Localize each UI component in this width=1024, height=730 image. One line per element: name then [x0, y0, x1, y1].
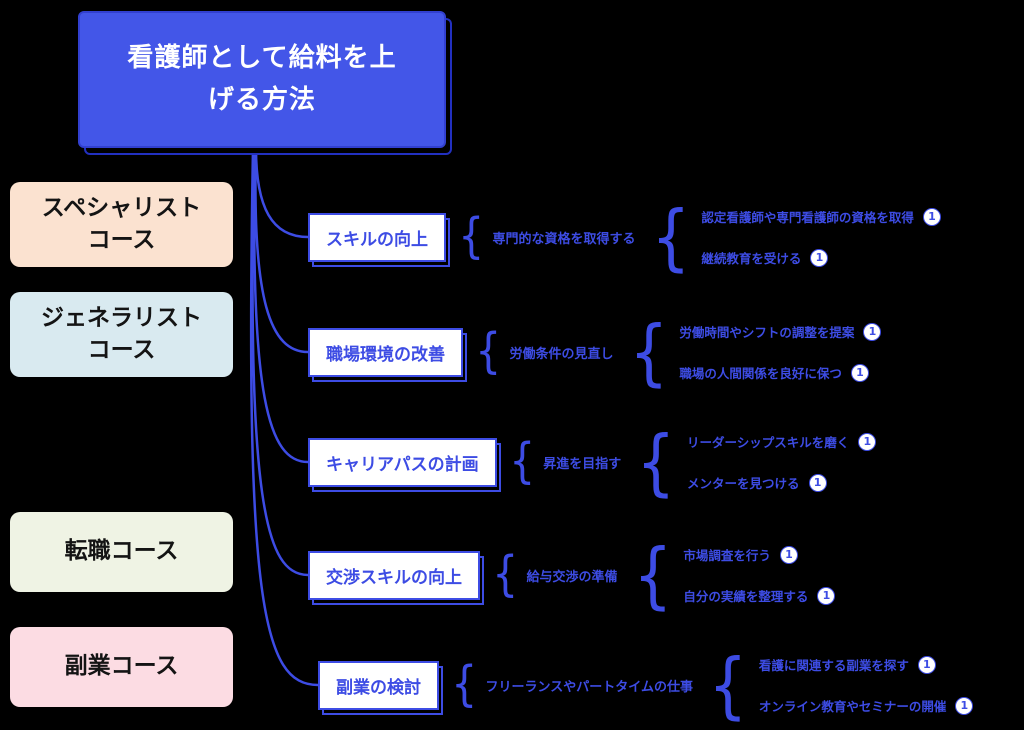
connector-branch-1 [254, 147, 309, 239]
branch: 職場環境の改善 { 労働条件の見直し { 労働時間やシフトの調整を提案 1 職場… [308, 309, 882, 394]
brace-icon: { [492, 546, 519, 603]
root-topic: 看護師として給料を上 げる方法 [78, 11, 446, 148]
course-label-text: 転職コース [64, 538, 179, 565]
branch: 交渉スキルの向上 { 給与交渉の準備 { 市場調査を行う 1 自分の実績を整理す… [308, 532, 836, 617]
count-badge: 1 [955, 696, 974, 715]
leaf-group: 市場調査を行う 1 自分の実績を整理する 1 [683, 545, 836, 605]
branch-sub-label: 専門的な資格を取得する [492, 231, 636, 247]
leaf-item: 市場調査を行う 1 [683, 545, 835, 564]
course-label-text: ジェネラリスト コース [41, 305, 202, 363]
leaf-item: 自分の実績を整理する 1 [683, 586, 836, 605]
leaf-label: 労働時間やシフトの調整を提案 [679, 325, 855, 340]
leaf-label: リーダーシップスキルを磨く [687, 435, 850, 450]
leaf-label: 継続教育を受ける [701, 251, 802, 266]
branch-node: 職場環境の改善 [308, 327, 463, 377]
branch-node: 副業の検討 [318, 660, 439, 710]
brace-icon: { [650, 194, 690, 279]
brace-icon: { [508, 433, 535, 490]
branch: スキルの向上 { 専門的な資格を取得する { 認定看護師や専門看護師の資格を取得… [308, 194, 941, 279]
leaf-group: 看護に関連する副業を探す 1 オンライン教育やセミナーの開催 1 [759, 655, 974, 715]
brace-icon: { [475, 323, 502, 380]
leaf-item: 看護に関連する副業を探す 1 [759, 655, 974, 674]
count-badge: 1 [808, 473, 827, 492]
branch-node: キャリアパスの計画 [308, 437, 497, 487]
count-badge: 1 [810, 248, 829, 267]
leaf-item: メンターを見つける 1 [687, 473, 876, 492]
branch-node: スキルの向上 [308, 212, 446, 262]
count-badge: 1 [917, 655, 936, 674]
count-badge: 1 [922, 207, 941, 226]
brace-icon: { [708, 642, 748, 727]
leaf-group: リーダーシップスキルを磨く 1 メンターを見つける 1 [687, 432, 877, 492]
branch-sub-label: 労働条件の見直し [509, 346, 614, 362]
leaf-group: 労働時間やシフトの調整を提案 1 職場の人間関係を良好に保つ 1 [679, 322, 882, 382]
branch: キャリアパスの計画 { 昇進を目指す { リーダーシップスキルを磨く 1 メンタ… [308, 419, 877, 504]
leaf-label: 認定看護師や専門看護師の資格を取得 [701, 210, 914, 225]
course-label-specialist: スペシャリスト コース [10, 182, 233, 267]
brace-icon: { [458, 208, 485, 265]
leaf-item: 労働時間やシフトの調整を提案 1 [679, 322, 882, 341]
brace-icon: { [636, 419, 676, 504]
leaf-item: 職場の人間関係を良好に保つ 1 [679, 363, 881, 382]
branch: 副業の検討 { フリーランスやパートタイムの仕事 { 看護に関連する副業を探す … [318, 642, 974, 727]
count-badge: 1 [858, 432, 877, 451]
root-topic-label: 看護師として給料を上 げる方法 [127, 42, 397, 115]
course-label-text: スペシャリスト コース [41, 195, 202, 253]
course-label-side-job: 副業コース [10, 627, 233, 707]
branch-node: 交渉スキルの向上 [308, 550, 480, 600]
leaf-item: 認定看護師や専門看護師の資格を取得 1 [701, 207, 941, 226]
leaf-label: 自分の実績を整理する [683, 589, 809, 604]
leaf-item: 継続教育を受ける 1 [701, 248, 941, 267]
leaf-group: 認定看護師や専門看護師の資格を取得 1 継続教育を受ける 1 [701, 207, 941, 267]
branch-sub-label: フリーランスやパートタイムの仕事 [485, 679, 694, 695]
connector-branch-3 [252, 147, 309, 464]
leaf-label: 職場の人間関係を良好に保つ [679, 366, 842, 381]
leaf-item: リーダーシップスキルを磨く 1 [687, 432, 877, 451]
leaf-label: 市場調査を行う [683, 548, 771, 563]
course-label-job-change: 転職コース [10, 512, 233, 592]
leaf-label: 看護に関連する副業を探す [758, 658, 909, 673]
branch-sub-label: 昇進を目指す [543, 456, 622, 472]
leaf-label: オンライン教育やセミナーの開催 [758, 699, 947, 714]
brace-icon: { [632, 532, 672, 617]
course-label-generalist: ジェネラリスト コース [10, 292, 233, 377]
leaf-item: オンライン教育やセミナーの開催 1 [759, 696, 974, 715]
count-badge: 1 [850, 363, 869, 382]
leaf-label: メンターを見つける [687, 476, 800, 491]
count-badge: 1 [779, 545, 798, 564]
brace-icon: { [628, 309, 668, 394]
count-badge: 1 [863, 322, 882, 341]
branch-sub-label: 給与交渉の準備 [526, 569, 618, 585]
course-label-text: 副業コース [64, 653, 179, 680]
count-badge: 1 [817, 586, 836, 605]
connector-branch-2 [254, 147, 309, 354]
brace-icon: { [451, 656, 478, 713]
connector-branch-4 [251, 147, 309, 577]
